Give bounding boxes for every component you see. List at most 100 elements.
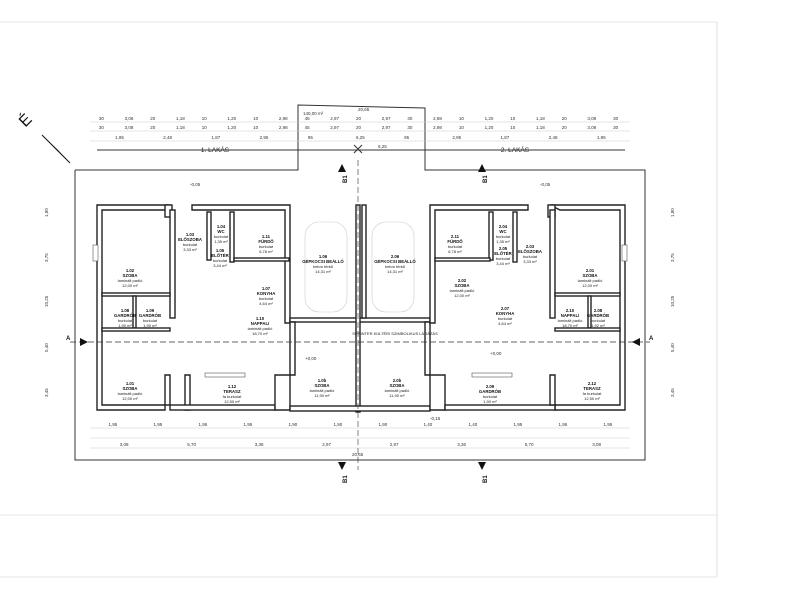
dimension-label: 2,48 [163,135,172,140]
dimension-label: 1,95 [199,422,208,427]
north-label: É [15,110,36,131]
top-dimensions: 20,65 6,25 140,00 m² 1. LAKÁS 2. LAKÁS [90,107,630,154]
dimension-label: 2,98 [433,125,442,130]
dimension-label: 30 [407,116,413,121]
dimension-label: 2,98 [433,116,442,121]
room-area: 3,33 m² [523,259,537,264]
room-name: SZOBA [122,273,137,278]
room-floor: laminált padló [310,388,335,393]
room-number: 2.06 [391,254,400,259]
room-number: 2.03 [526,244,535,249]
room-number: 1.06 [319,254,328,259]
side-dimension-right: 1,80 [670,208,675,217]
room-area: 1,35 m² [496,239,510,244]
room-name: ELŐSZOBA [518,249,542,254]
room-floor: burkolat [259,244,274,249]
dimension-label: 30 [99,125,105,130]
apartment-2-label: 2. LAKÁS [501,145,530,154]
room-name: GARDRÓB [114,313,136,318]
dimension-label: 1,18 [536,125,545,130]
building-walls [92,204,628,413]
dimension-label: 1,40 [424,422,433,427]
car-outline-1 [304,221,348,313]
room-number: 2.10 [566,308,575,313]
room-area: 3,33 m² [183,247,197,252]
room-number: 2.12 [588,381,597,386]
section-b1-top-right: B1 [483,175,489,183]
dimension-label: 2,97 [330,125,339,130]
room-area: 12,00 m² [582,283,598,288]
dimension-label: 1,20 [227,116,236,121]
room-area: 1,92 m² [591,323,605,328]
dimension-label: 5,70 [187,442,196,447]
side-dimension-left: 3,45 [44,388,49,397]
room-floor: laminált padló [118,278,143,283]
room-floor: burkolat [259,296,274,301]
room-area: 14,31 m² [387,269,403,274]
dimension-label: 2,97 [382,116,391,121]
room-name: FÜRDŐ [258,239,274,244]
dimension-label: 2,97 [330,116,339,121]
room-name: SZOBA [582,273,597,278]
room-number: 2.07 [501,306,510,311]
room-area: 14,31 m² [315,269,331,274]
side-dimension-right: 3,45 [670,388,675,397]
dimension-label: 20 [562,125,568,130]
dimension-label: 6,25 [356,135,365,140]
room-area: 11,90 m² [314,393,330,398]
dimension-label: 1,20 [485,125,494,130]
section-a-right: A [649,336,654,342]
room-name: TERASZ [223,389,241,394]
room-name: ELŐTÉR [494,251,512,256]
dimension-label: 45 [305,125,311,130]
room-floor: laminált padló [248,326,273,331]
dimension-label: 1,87 [501,135,510,140]
room-floor: beton térkő [385,264,406,269]
dimension-label: 3,36 [255,442,264,447]
overall-width-bottom: 20,65 [352,452,364,457]
room-floor: burkolat [483,394,498,399]
room-area: 18,70 m² [252,331,268,336]
dimension-label: 3,08 [120,442,129,447]
room-name: SZOBA [314,383,329,388]
room-area: 1,90 m² [483,399,497,404]
dimension-label: 20 [150,125,156,130]
room-area: 1,90 m² [143,323,157,328]
dimension-label: 1,18 [176,116,185,121]
room-number: 1.03 [186,232,195,237]
room-floor: burkolat [496,234,511,239]
room-number: 2.0b [393,378,402,383]
room-number: 1.05 [216,248,225,253]
dimension-label: 1,95 [109,422,118,427]
dimension-label: 95 [404,135,410,140]
room-name: NAPPALI [251,321,270,326]
dimension-label: 1,40 [469,422,478,427]
dimension-label: 1,95 [154,422,163,427]
dimension-label: 1,90 [334,422,343,427]
room-name: TERASZ [583,386,601,391]
room-floor: laminált padló [578,278,603,283]
dimension-label: 20 [356,116,362,121]
dimension-label: 10 [253,125,259,130]
dimension-label: 2,95 [260,135,269,140]
apartment-1-label: 1. LAKÁS [201,145,230,154]
level-mark-4: -0,05 [540,182,551,187]
level-mark-5: -0,15 [430,416,441,421]
room-floor: laminált padló [558,318,583,323]
room-floor: burkolat [213,258,228,263]
